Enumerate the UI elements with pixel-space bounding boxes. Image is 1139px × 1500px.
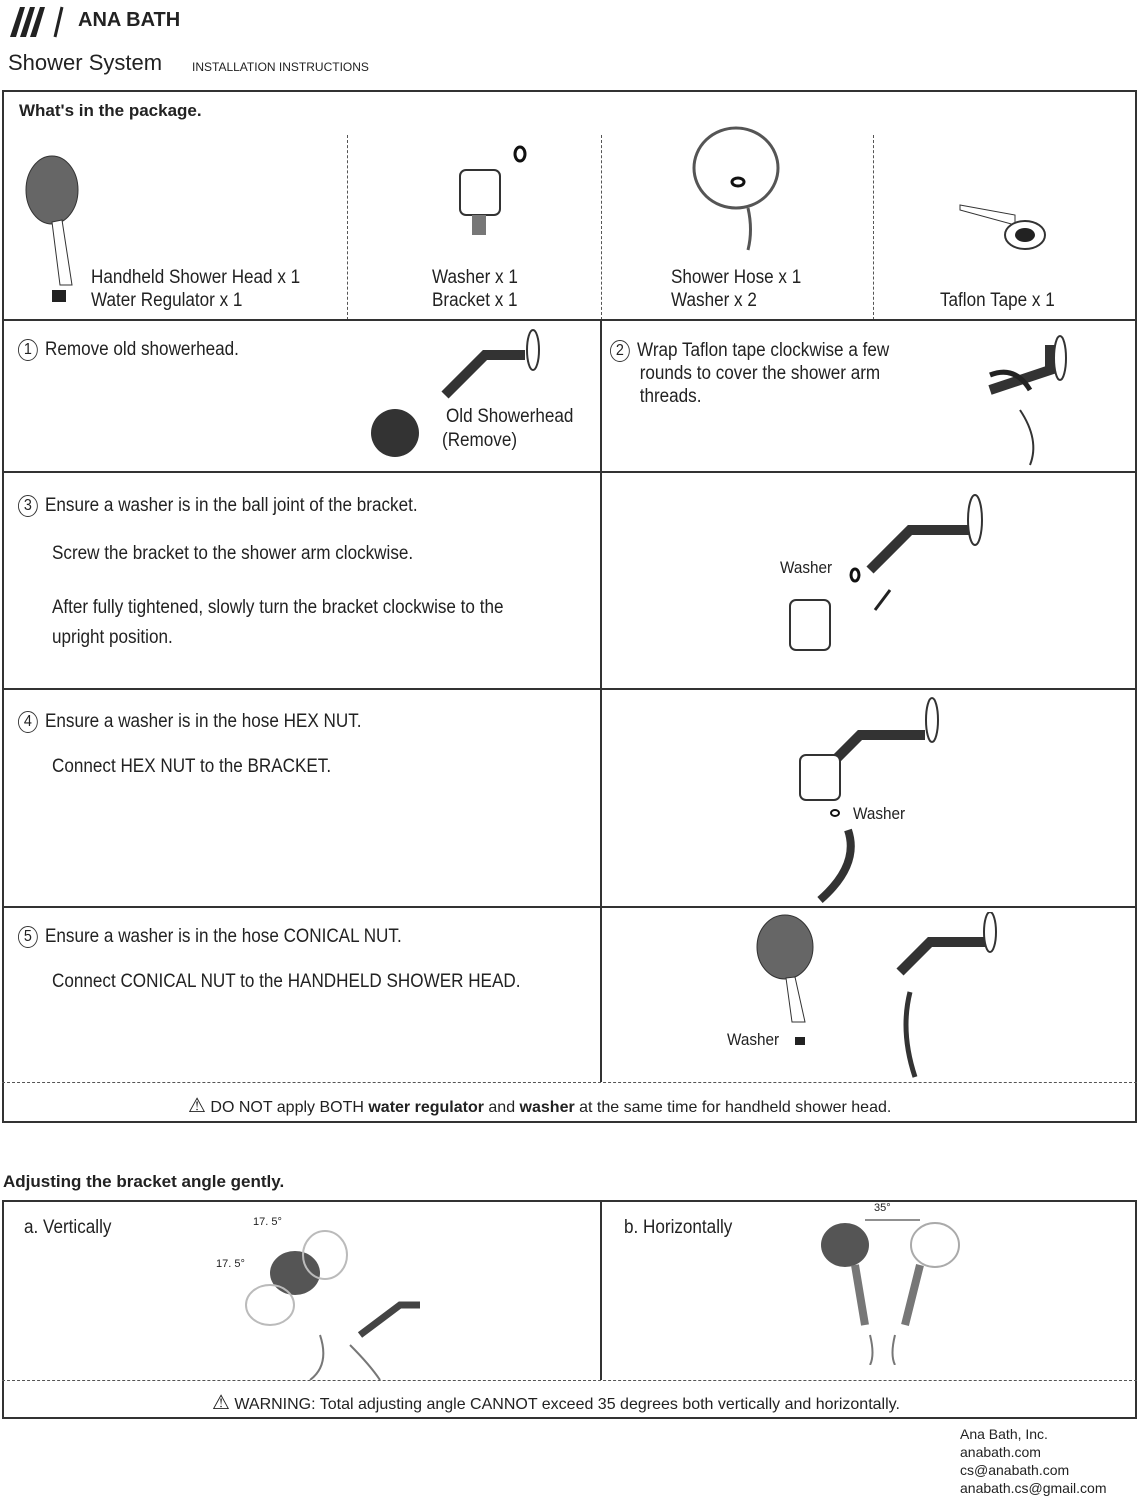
email-link[interactable]: cs@anabath.com <box>960 1462 1070 1478</box>
step-1-callout-2: (Remove) <box>442 430 518 451</box>
footer-contact: Ana Bath, Inc. anabath.com cs@anabath.co… <box>960 1425 1107 1497</box>
company-name: Ana Bath, Inc. <box>960 1426 1048 1442</box>
old-showerhead-illustration <box>371 329 540 457</box>
tape-wrap-illustration <box>988 335 1067 466</box>
brand-name: ANA BATH <box>78 9 181 31</box>
adjust-horizontal-label: b. Horizontally <box>624 1217 733 1238</box>
step-3-text-2: Screw the bracket to the shower arm cloc… <box>52 543 414 564</box>
adjust-box <box>2 1200 1137 1419</box>
doc-title: Shower System <box>8 50 163 75</box>
shower-hose-icon <box>692 126 780 251</box>
taflon-tape-icon <box>959 204 1046 250</box>
package-item-1-line-2: Water Regulator x 1 <box>91 290 243 311</box>
horizontal-adjust-illustration <box>821 1219 960 1365</box>
website-link[interactable]: anabath.com <box>960 1444 1041 1460</box>
package-item-3-line-1: Shower Hose x 1 <box>671 267 802 288</box>
package-item-3-line-2: Washer x 2 <box>671 290 757 311</box>
bracket-washer-icon <box>459 145 527 235</box>
warning-icon: ⚠ <box>188 1095 206 1117</box>
step-1-callout-1: Old Showerhead <box>446 406 574 427</box>
step-4-washer-label: Washer <box>853 804 906 823</box>
bracket-install-illustration <box>789 494 983 651</box>
handheld-shower-head-icon <box>25 155 79 302</box>
package-item-2-line-2: Bracket x 1 <box>432 290 518 311</box>
warning-angle: ⚠ WARNING: Total adjusting angle CANNOT … <box>212 1392 900 1414</box>
doc-subtitle: INSTALLATION INSTRUCTIONS <box>192 60 369 74</box>
package-item-1-line-1: Handheld Shower Head x 1 <box>91 267 301 288</box>
step-5-text-2: Connect CONICAL NUT to the HANDHELD SHOW… <box>52 971 521 992</box>
vertical-adjust-illustration <box>245 1230 420 1380</box>
step-5-washer-label: Washer <box>727 1030 780 1049</box>
adjust-heading: Adjusting the bracket angle gently. <box>3 1172 285 1191</box>
step-4-text-2: Connect HEX NUT to the BRACKET. <box>52 756 332 777</box>
package-heading: What's in the package. <box>19 101 202 120</box>
angle-label-2: 17. 5° <box>216 1258 245 1270</box>
step-3-text-3: After fully tightened, slowly turn the b… <box>52 597 504 618</box>
instructions-box <box>2 90 1137 1123</box>
package-item-4-line-1: Taflon Tape x 1 <box>940 290 1055 311</box>
warning-regulator: ⚠ DO NOT apply BOTH water regulator and … <box>188 1095 892 1117</box>
angle-label-3: 35° <box>874 1202 891 1214</box>
email-link-2[interactable]: anabath.cs@gmail.com <box>960 1480 1107 1496</box>
logo-mark-icon <box>10 6 64 38</box>
conical-nut-illustration <box>756 912 997 1078</box>
hex-nut-illustration <box>799 697 939 904</box>
logo: ANA BATH <box>10 5 180 44</box>
package-item-2-line-1: Washer x 1 <box>432 267 518 288</box>
step-3-washer-label: Washer <box>780 558 833 577</box>
angle-label-1: 17. 5° <box>253 1216 282 1228</box>
adjust-vertical-label: a. Vertically <box>24 1217 112 1238</box>
warning-icon: ⚠ <box>212 1392 230 1414</box>
step-3-text-4: upright position. <box>52 627 173 648</box>
